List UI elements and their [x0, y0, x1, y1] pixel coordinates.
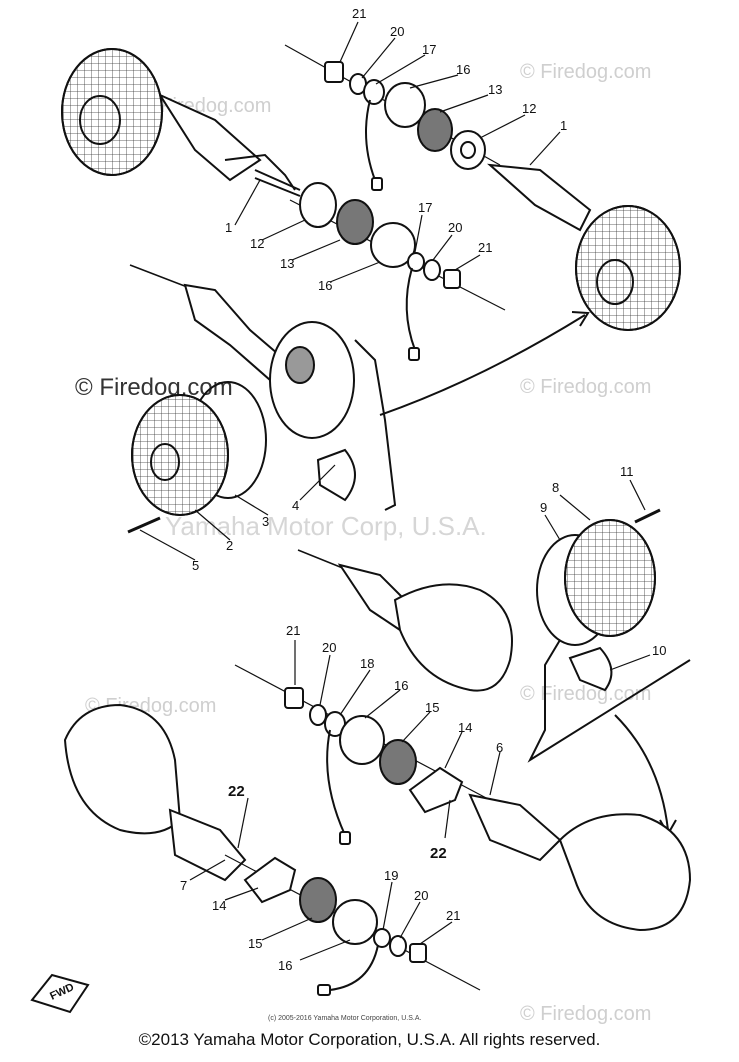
gasket-16-icon [384, 82, 426, 128]
washer-17-icon [407, 252, 425, 272]
footer-copyright: ©2013 Yamaha Motor Corporation, U.S.A. A… [138, 1030, 601, 1049]
part-label: 11 [620, 464, 634, 479]
plate-14-icon [408, 766, 464, 814]
turn-signal-upper-right [487, 163, 681, 331]
part-label: 1 [225, 220, 232, 235]
part-label: 20 [448, 220, 462, 235]
gasket-16-icon [332, 899, 378, 945]
washer-20-icon [389, 935, 407, 957]
forward-arrow-icon: FWD [30, 973, 90, 1014]
part-label: 13 [280, 256, 294, 271]
watermark-firedog: © Firedog.com [520, 1003, 651, 1025]
nut-21-icon [409, 943, 427, 963]
part-label: 21 [286, 623, 300, 638]
part-label: 2 [226, 538, 233, 553]
part-label: 1 [560, 118, 567, 133]
washer-19-icon [373, 928, 391, 948]
lower-hardware-set-b [243, 856, 427, 996]
part-label: 21 [352, 6, 366, 21]
watermark-firedog: © Firedog.com [520, 61, 651, 83]
part-labels: 21 20 17 16 13 12 1 1 12 13 16 17 20 21 … [180, 6, 666, 973]
part-label: 22 [430, 845, 447, 862]
grommet-13-icon [417, 108, 453, 152]
mid-hardware-set [289, 182, 506, 361]
part-label: 16 [278, 958, 292, 973]
part-label: 16 [394, 678, 408, 693]
part-label: 13 [488, 82, 502, 97]
watermarks: © Firedog.com © Firedog.com © Firedog.co… [75, 61, 651, 1025]
part-label: 18 [360, 656, 374, 671]
part-label: 17 [422, 42, 436, 57]
part-label: 16 [456, 62, 470, 77]
small-copyright: (c) 2005-2016 Yamaha Motor Corporation, … [268, 1015, 421, 1022]
direction-arrow-upper [379, 311, 590, 416]
gasket-16-icon [339, 715, 385, 765]
part-label: 14 [212, 898, 226, 913]
turn-signal-upper-left [61, 48, 301, 197]
part-label: 12 [250, 236, 264, 251]
gasket-16-icon [370, 222, 416, 268]
watermark-firedog: © Firedog.com [75, 374, 233, 401]
washer-20-icon [423, 259, 441, 281]
upper-hardware-set [284, 44, 501, 191]
part-label: 3 [262, 514, 269, 529]
washer-17-icon [363, 79, 385, 105]
bulb-10-icon [568, 646, 613, 692]
grommet-15-icon [379, 739, 417, 785]
part-label: 21 [478, 240, 492, 255]
part-label: 21 [446, 908, 460, 923]
part-label: 17 [418, 200, 432, 215]
washer-20-icon [309, 704, 327, 726]
part-label: 15 [248, 936, 262, 951]
grommet-15-icon [299, 877, 337, 923]
turn-signal-middle-left [127, 264, 397, 534]
part-label: 10 [652, 643, 666, 658]
part-label: 6 [496, 740, 503, 755]
part-label: 7 [180, 878, 187, 893]
grommet-13-icon [336, 199, 374, 245]
part-label: 20 [414, 888, 428, 903]
part-label: 22 [228, 783, 245, 800]
leader-lines [139, 21, 651, 961]
watermark-firedog: © Firedog.com [520, 376, 651, 398]
part-label: 15 [425, 700, 439, 715]
lower-hardware-set-a [234, 664, 491, 845]
watermark-corp: Yamaha Motor Corp, U.S.A. [165, 511, 487, 541]
part-label: 12 [522, 101, 536, 116]
part-label: 9 [540, 500, 547, 515]
washer-12-icon [299, 182, 337, 228]
bulb-4-icon [316, 448, 356, 502]
nut-21-icon [284, 687, 304, 709]
watermark-firedog: © Firedog.com [520, 683, 651, 705]
part-label: 4 [292, 498, 299, 513]
part-label: 20 [322, 640, 336, 655]
part-label: 16 [318, 278, 332, 293]
part-label: 19 [384, 868, 398, 883]
part-label: 8 [552, 480, 559, 495]
part-label: 20 [390, 24, 404, 39]
nut-21-icon [324, 61, 344, 83]
nut-21-icon [443, 269, 461, 289]
part-label: 14 [458, 720, 472, 735]
part-label: 5 [192, 558, 199, 573]
turn-signal-middle-right [297, 508, 691, 763]
turn-signal-lower-left [63, 703, 481, 991]
turn-signal-lower-right [468, 793, 692, 932]
plate-14-icon [243, 856, 297, 904]
